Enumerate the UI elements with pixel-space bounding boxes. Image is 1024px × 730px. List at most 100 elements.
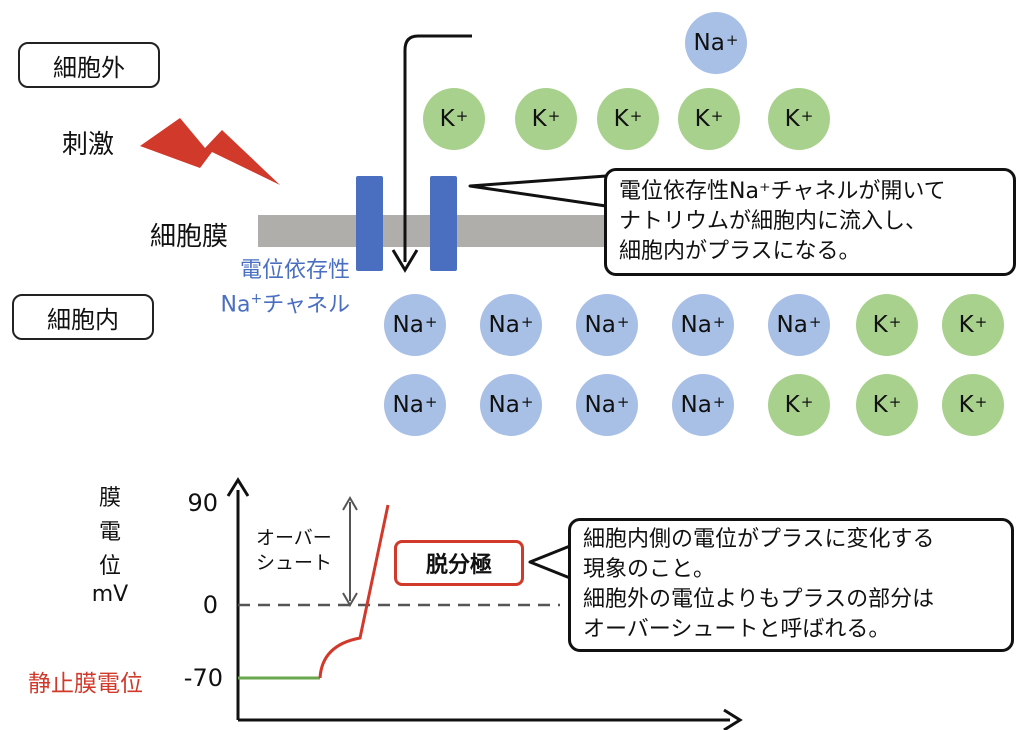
ion-symbol: K [694, 106, 710, 132]
callout-top-line1: 電位依存性Na⁺チャネルが開いて [619, 179, 946, 204]
ion-inside-r2-1: Na+ [480, 374, 542, 436]
ion-charge: + [710, 107, 724, 125]
ion-inside-r1-0: Na+ [384, 294, 446, 356]
overshoot-arrow-bottom [342, 592, 358, 607]
ion-charge: + [424, 393, 438, 411]
ion-inside-r1-1: Na+ [480, 294, 542, 356]
callout-bottom-line3: 細胞外の電位よりもプラスの部分は [583, 587, 935, 612]
ion-inside-r2-6: K+ [942, 374, 1004, 436]
ion-inside-r1-6: K+ [942, 294, 1004, 356]
tick-90: 90 [187, 489, 218, 517]
tick-minus70: -70 [183, 664, 223, 692]
ion-charge: + [974, 313, 988, 331]
ion-charge: + [424, 313, 438, 331]
channel-label-line1: 電位依存性 [239, 258, 350, 283]
ion-charge: + [800, 107, 814, 125]
ion-symbol: K [958, 392, 974, 418]
depolarization-text: 脱分極 [425, 553, 492, 578]
sodium-influx-arrow [403, 34, 472, 262]
channel-right [430, 176, 457, 271]
callout-top: 電位依存性Na⁺チャネルが開いて ナトリウムが細胞内に流入し、 細胞内がプラスに… [604, 168, 1016, 276]
ylabel-char-3: 位 [98, 554, 121, 579]
ion-symbol: Na [776, 312, 808, 338]
resting-potential-label: 静止膜電位 [28, 671, 143, 697]
stimulus-lightning-icon [140, 118, 280, 185]
callout-bottom: 細胞内側の電位がプラスに変化する 現象のこと。 細胞外の電位よりもプラスの部分は… [568, 518, 1014, 652]
extracellular-text: 細胞外 [53, 53, 125, 82]
sodium-influx-arrowhead [391, 249, 419, 273]
ion-inside-r1-2: Na+ [576, 294, 638, 356]
ion-symbol: Na [488, 312, 520, 338]
ion-inside-r1-3: Na+ [672, 294, 734, 356]
tick-0: 0 [202, 591, 218, 619]
ion-inside-r2-5: K+ [856, 374, 918, 436]
ion-symbol: K [784, 106, 800, 132]
ylabel-char-1: 膜 [98, 486, 121, 511]
callout-bottom-line2: 現象のこと。 [583, 557, 716, 582]
ion-charge: + [616, 313, 630, 331]
ion-symbol: K [531, 106, 547, 132]
overshoot-label-line2: シュート [256, 552, 333, 574]
ion-outside-4: K+ [678, 88, 740, 150]
ion-charge: + [616, 393, 630, 411]
ion-charge: + [629, 107, 643, 125]
ion-symbol: Na [584, 312, 616, 338]
ion-symbol: Na [680, 312, 712, 338]
stimulus-label: 刺激 [62, 130, 115, 160]
ion-charge: + [520, 313, 534, 331]
ion-symbol: Na [392, 312, 424, 338]
callout-top-line3: 細胞内がプラスになる。 [619, 239, 861, 264]
callout-bottom-line1: 細胞内側の電位がプラスに変化する [583, 527, 935, 552]
callout-bottom-line4: オーバーシュートと呼ばれる。 [583, 617, 891, 642]
ion-charge: + [712, 393, 726, 411]
ion-symbol: Na [488, 392, 520, 418]
ion-symbol: K [613, 106, 629, 132]
depolarization-box: 脱分極 [394, 540, 524, 586]
graph-y-axis-arrowhead [226, 477, 250, 497]
channel-left [356, 176, 383, 271]
ion-outside-3: K+ [597, 88, 659, 150]
channel-label-na: Na [220, 292, 251, 318]
callout-bottom-pointer [528, 544, 572, 580]
ion-outside-1: K+ [423, 88, 485, 150]
ion-charge: + [520, 393, 534, 411]
ion-charge: + [808, 313, 822, 331]
ion-symbol: Na [680, 392, 712, 418]
channel-label-sup: + [250, 291, 263, 307]
ion-symbol: Na [584, 392, 616, 418]
ion-symbol: K [784, 392, 800, 418]
ion-charge: + [888, 393, 902, 411]
ion-charge: + [712, 313, 726, 331]
channel-label-line2: Na+チャネル [200, 285, 350, 319]
extracellular-label: 細胞外 [18, 42, 160, 88]
ion-inside-r2-4: K+ [768, 374, 830, 436]
ion-symbol: K [872, 392, 888, 418]
ion-symbol: K [872, 312, 888, 338]
ion-charge: + [547, 107, 561, 125]
ion-charge: + [725, 31, 739, 49]
membrane-label: 細胞膜 [150, 222, 229, 252]
overshoot-label-line1: オーバー [256, 527, 332, 549]
ion-charge: + [974, 393, 988, 411]
channel-label: 電位依存性 Na+チャネル [200, 257, 350, 319]
overshoot-label: オーバー シュート [256, 526, 332, 576]
ylabel-char-2: 電 [98, 520, 121, 545]
overshoot-arrow-top [342, 496, 358, 511]
ion-symbol: Na [392, 392, 424, 418]
ion-outside-0: Na+ [685, 12, 747, 74]
intracellular-label: 細胞内 [12, 294, 154, 340]
ion-charge: + [455, 107, 469, 125]
ion-inside-r2-2: Na+ [576, 374, 638, 436]
ion-outside-2: K+ [515, 88, 577, 150]
channel-label-rest: チャネル [262, 292, 350, 318]
ylabel-unit: mV [91, 582, 129, 607]
ion-inside-r1-5: K+ [856, 294, 918, 356]
ion-charge: + [800, 393, 814, 411]
callout-top-pointer [468, 174, 608, 208]
action-potential-curve [318, 504, 390, 679]
intracellular-text: 細胞内 [47, 305, 119, 334]
ion-inside-r1-4: Na+ [768, 294, 830, 356]
graph-x-axis-arrowhead [723, 708, 743, 730]
callout-top-line2: ナトリウムが細胞内に流入し、 [619, 209, 928, 234]
